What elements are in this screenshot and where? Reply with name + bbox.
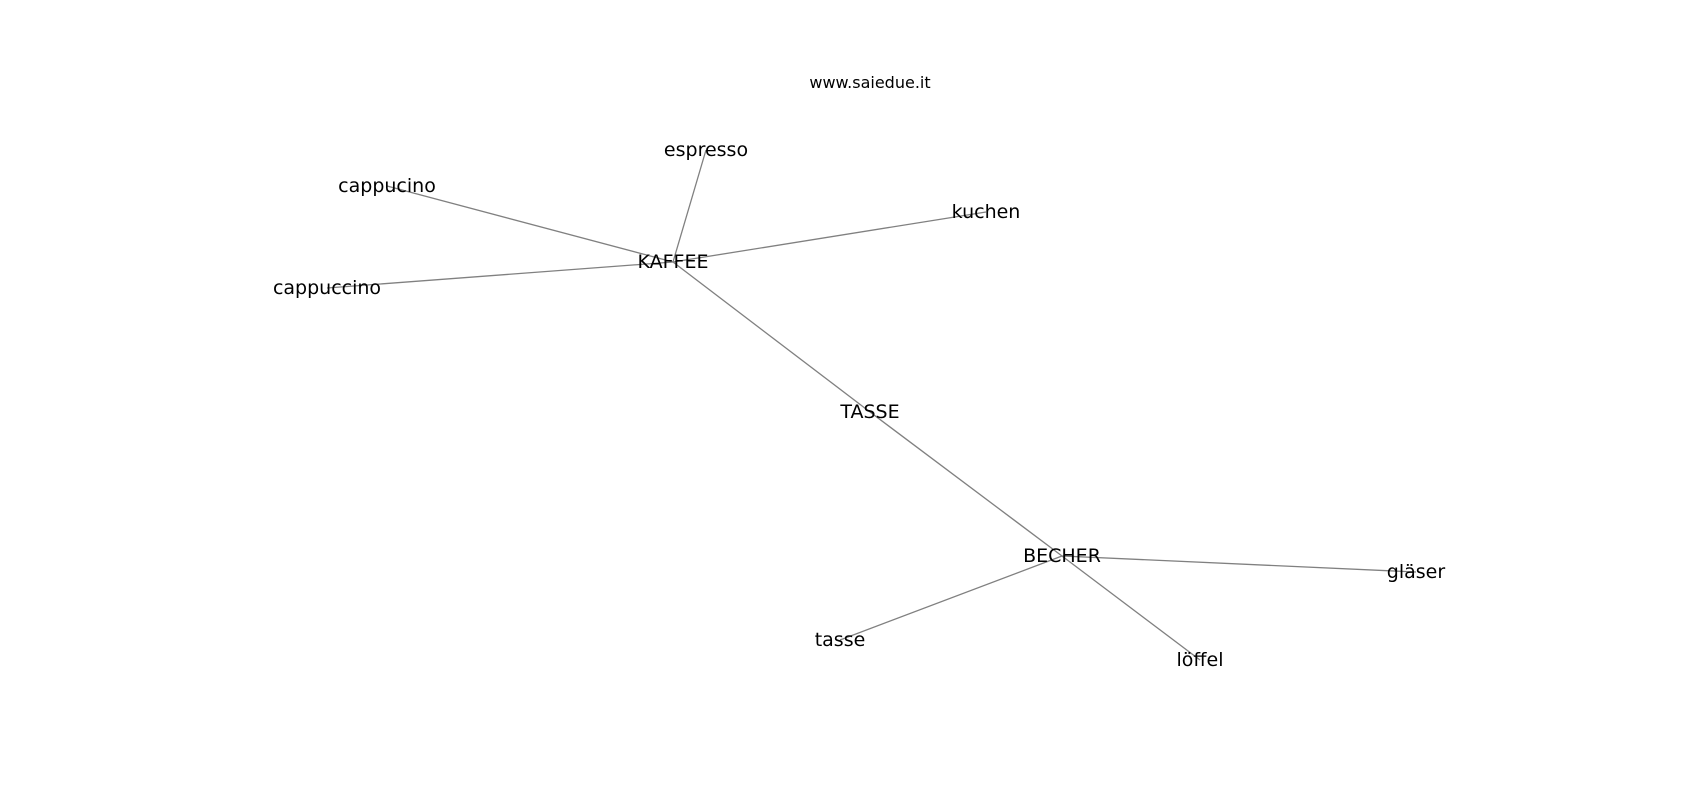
edge-becher-glaeser: [1061, 555, 1417, 573]
node-tasse_upper: TASSE: [839, 401, 899, 423]
edge-becher-loeffel: [1061, 555, 1201, 661]
edge-kaffee-kuchen: [672, 211, 987, 263]
node-becher: BECHER: [1023, 545, 1101, 567]
node-loeffel: löffel: [1177, 649, 1224, 671]
node-cappucino: cappucino: [338, 175, 436, 197]
site-label: www.saiedue.it: [809, 73, 930, 92]
edge-kaffee-cappuccino: [326, 261, 674, 289]
node-glaeser: gläser: [1387, 561, 1446, 583]
node-espresso: espresso: [664, 139, 748, 161]
edges-layer: [326, 149, 1417, 661]
node-tasse_lower: tasse: [815, 629, 866, 651]
edge-becher-tasse_lower: [839, 555, 1063, 641]
node-kuchen: kuchen: [952, 201, 1021, 223]
edge-kaffee-espresso: [672, 149, 707, 263]
node-kaffee: KAFFEE: [638, 251, 709, 273]
edge-kaffee-tasse_upper: [672, 261, 871, 413]
edge-kaffee-cappucino: [386, 185, 674, 263]
nodes-layer: KAFFEE espresso cappucino cappuccino kuchenT…: [273, 139, 1445, 671]
edge-tasse_upper-becher: [869, 411, 1063, 557]
node-cappuccino: cappuccino: [273, 277, 381, 299]
